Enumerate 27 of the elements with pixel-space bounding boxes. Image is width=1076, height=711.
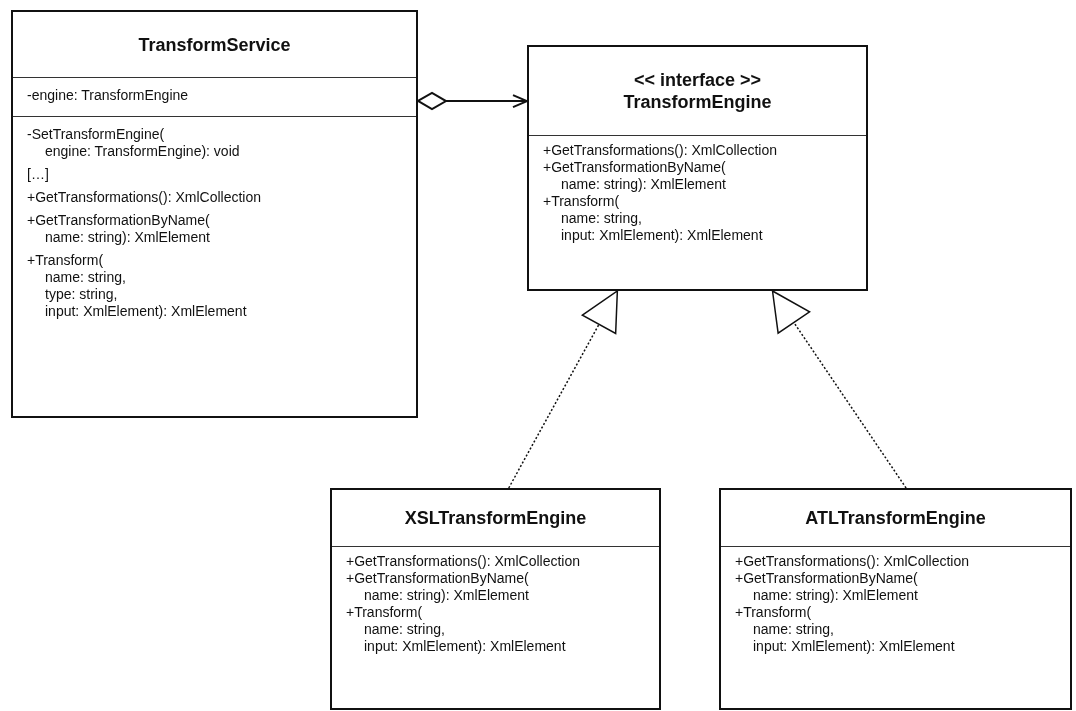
stereotype-label: << interface >> xyxy=(633,69,762,91)
class-box xyxy=(719,488,1072,710)
method-text: -SetTransformEngine( engine: TransformEngine): void xyxy=(27,126,241,160)
class-box xyxy=(11,10,418,418)
class-name: TransformEngine xyxy=(623,91,772,113)
aggregation-arrow xyxy=(417,92,528,110)
class-name: XSLTransformEngine xyxy=(404,507,587,529)
method-text: +GetTransformationByName( name: string): XmlElement xyxy=(543,159,727,193)
method-text: +Transform( name: string, input: XmlElement): XmlElement xyxy=(543,193,764,244)
method-text: +GetTransformationByName( name: string): XmlElement xyxy=(735,570,919,604)
method-text: +GetTransformations(): XmlCollection xyxy=(27,189,263,206)
realization-arrow xyxy=(771,290,907,489)
class-box xyxy=(330,488,661,710)
method-text: +Transform( name: string, type: string, input: XmlElement): XmlElement xyxy=(27,252,248,320)
method-text: +GetTransformations(): XmlCollection xyxy=(543,142,779,159)
class-name: TransformService xyxy=(138,33,291,56)
attribute-text: -engine: TransformEngine xyxy=(27,87,190,104)
method-text: +Transform( name: string, input: XmlElement): XmlElement xyxy=(346,604,567,655)
class-name: ATLTransformEngine xyxy=(805,507,986,529)
method-text: +GetTransformations(): XmlCollection xyxy=(346,553,582,570)
method-text: +GetTransformationByName( name: string): XmlElement xyxy=(27,212,211,246)
method-text: +GetTransformationByName( name: string): XmlElement xyxy=(346,570,530,604)
interface-box xyxy=(527,45,868,291)
method-text: +GetTransformations(): XmlCollection xyxy=(735,553,971,570)
method-text: […] xyxy=(27,166,50,183)
realization-arrow xyxy=(508,290,619,489)
method-text: +Transform( name: string, input: XmlElement): XmlElement xyxy=(735,604,956,655)
